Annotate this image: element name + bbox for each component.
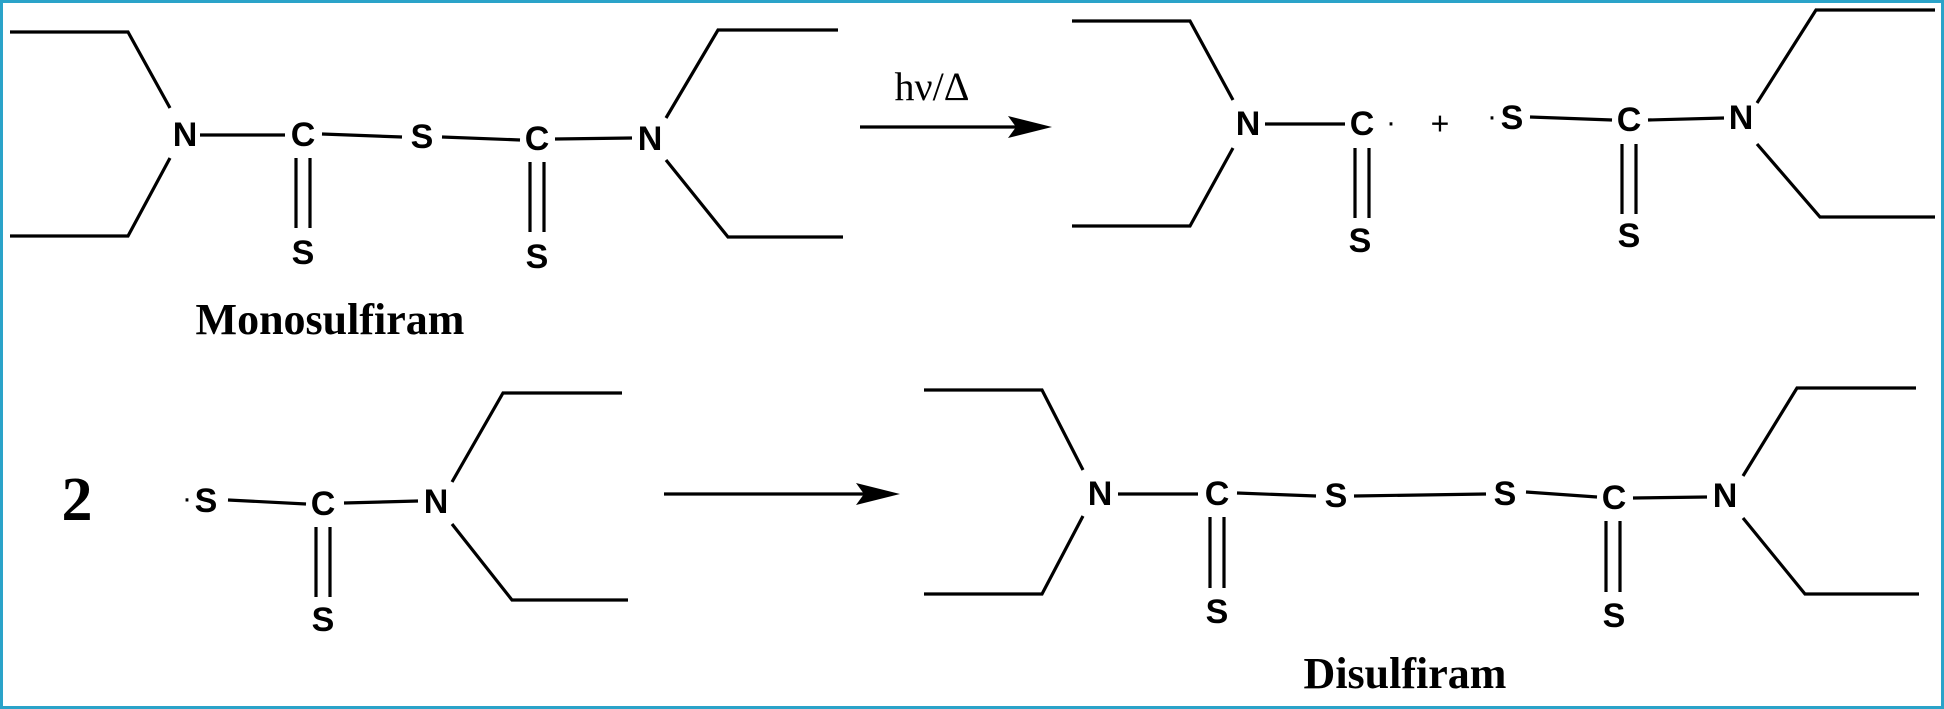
ethyl-bond bbox=[1072, 19, 1235, 101]
c-s-double-bond bbox=[1208, 517, 1226, 588]
sulfur-atom: S bbox=[312, 601, 335, 639]
radical-dot: · bbox=[1487, 100, 1497, 133]
c-s-double-bond bbox=[528, 162, 546, 232]
s-c-bond bbox=[1529, 115, 1613, 122]
carbon-atom: C bbox=[1602, 479, 1627, 517]
c-s-double-bond bbox=[314, 527, 332, 597]
carbon-atom: C bbox=[291, 116, 316, 154]
disulfiram-label: Disulfiram bbox=[1304, 649, 1507, 698]
sulfur-atom: S bbox=[292, 234, 315, 272]
sulfur-atom: S bbox=[1603, 597, 1626, 635]
carbon-atom: C bbox=[525, 120, 550, 158]
ethyl-bond bbox=[450, 391, 622, 483]
sulfur-atom: S bbox=[1206, 593, 1229, 631]
sulfur-atom: S bbox=[1349, 222, 1372, 260]
c-n-bond bbox=[343, 499, 419, 505]
monosulfiram-label: Monosulfiram bbox=[196, 295, 465, 344]
c-s-bond bbox=[1236, 491, 1317, 498]
thiyl-radical-structure: · S C S N bbox=[1487, 8, 1935, 255]
reaction-arrow-1: hν/Δ bbox=[860, 64, 1052, 138]
nitrogen-atom: N bbox=[173, 116, 198, 154]
s-c-bond bbox=[227, 498, 307, 506]
c-s-bond bbox=[321, 132, 403, 139]
c-n-bond bbox=[1632, 495, 1708, 500]
carbon-atom: C bbox=[1617, 101, 1642, 139]
thioacyl-radical-structure: N C · S bbox=[1072, 19, 1396, 260]
thiyl-radical-reactant-structure: · S C S N bbox=[182, 391, 628, 639]
ethyl-bond bbox=[664, 158, 843, 239]
c-s-double-bond bbox=[294, 158, 312, 228]
s-c-bond bbox=[1525, 490, 1598, 499]
sulfur-atom: S bbox=[195, 482, 218, 520]
nitrogen-atom: N bbox=[1729, 99, 1754, 137]
c-n-bond bbox=[1647, 116, 1725, 122]
arrow-head-icon bbox=[1008, 116, 1052, 138]
s-s-bond bbox=[1353, 492, 1487, 498]
ethyl-bond bbox=[1741, 386, 1916, 477]
ethyl-bond bbox=[1072, 147, 1235, 228]
reaction-condition-label: hν/Δ bbox=[895, 64, 970, 109]
c-s-double-bond bbox=[1604, 521, 1622, 592]
monosulfiram-structure: N C S S C S N Monosulfiram bbox=[10, 28, 843, 344]
stoichiometric-coefficient: 2 bbox=[62, 466, 93, 534]
disulfiram-structure: N C S S S C S N Disulfiram bbox=[924, 386, 1919, 698]
ethyl-bond bbox=[1755, 142, 1935, 219]
s-c-bond bbox=[441, 135, 521, 142]
sulfur-atom: S bbox=[1494, 475, 1517, 513]
nitrogen-atom: N bbox=[424, 483, 449, 521]
c-s-double-bond bbox=[1353, 148, 1371, 218]
sulfur-atom: S bbox=[1501, 99, 1524, 137]
radical-dot: · bbox=[182, 482, 192, 515]
sulfur-atom: S bbox=[411, 118, 434, 156]
carbon-atom: C bbox=[1205, 475, 1230, 513]
arrow-head-icon bbox=[856, 483, 900, 505]
carbon-atom: C bbox=[1350, 105, 1375, 143]
nitrogen-atom: N bbox=[1713, 477, 1738, 515]
ethyl-bond bbox=[450, 523, 628, 602]
ethyl-bond bbox=[924, 515, 1085, 596]
ethyl-bond bbox=[10, 157, 172, 238]
ethyl-bond bbox=[1755, 8, 1935, 104]
ethyl-bond bbox=[10, 30, 172, 109]
nitrogen-atom: N bbox=[638, 120, 663, 158]
sulfur-atom: S bbox=[1618, 217, 1641, 255]
nitrogen-atom: N bbox=[1088, 475, 1113, 513]
radical-dot: · bbox=[1386, 106, 1396, 139]
ethyl-bond bbox=[1741, 516, 1919, 596]
sulfur-atom: S bbox=[526, 238, 549, 276]
sulfur-atom: S bbox=[1325, 477, 1348, 515]
c-s-double-bond bbox=[1620, 144, 1638, 214]
plus-sign: + bbox=[1431, 105, 1450, 141]
ethyl-bond bbox=[924, 388, 1085, 471]
nitrogen-atom: N bbox=[1236, 105, 1261, 143]
reaction-arrow-2 bbox=[664, 483, 900, 505]
carbon-atom: C bbox=[311, 485, 336, 523]
ethyl-bond bbox=[664, 28, 838, 119]
c-n-bond bbox=[554, 136, 633, 141]
